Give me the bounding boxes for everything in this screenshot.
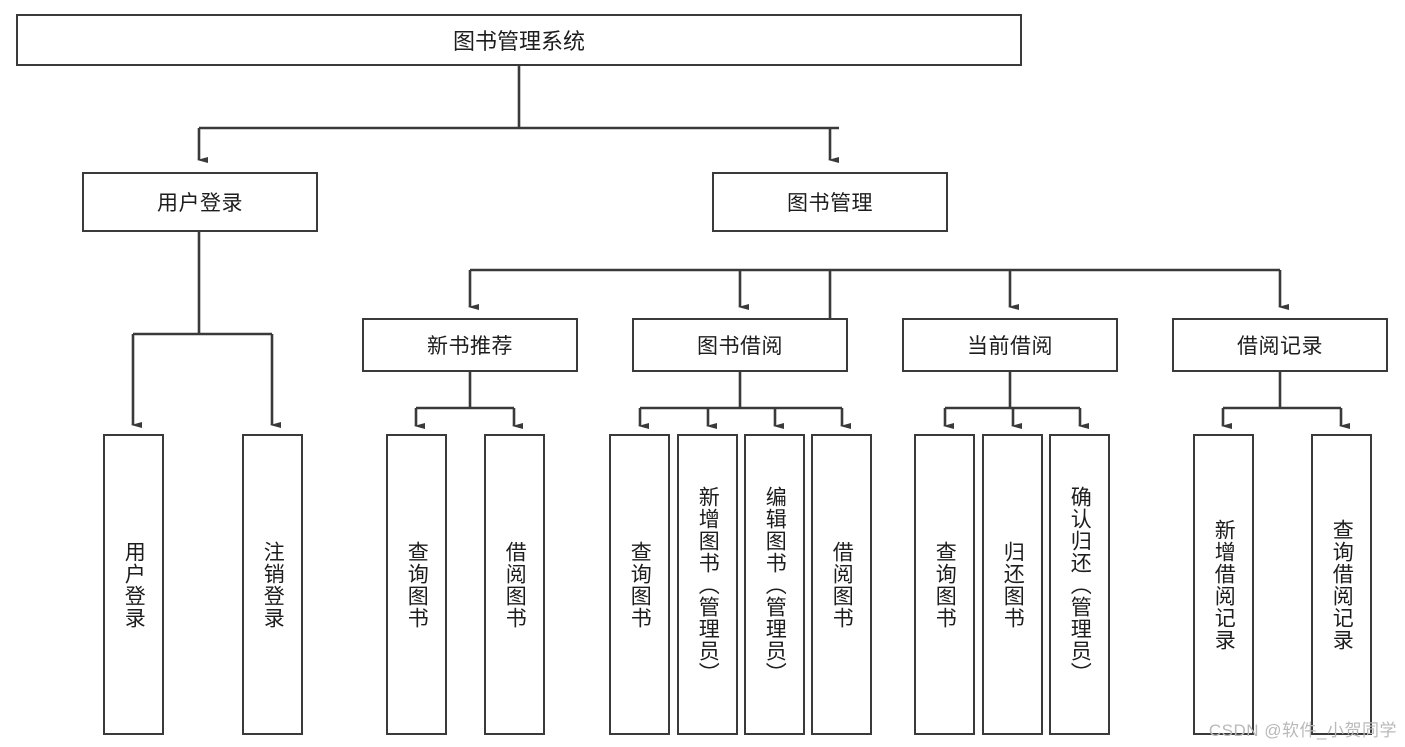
leaf-borrow-book-1-label: 借阅图书 [503,540,527,629]
leaf-query-book-1[interactable]: 查询图书 [386,434,447,735]
leaf-user-login[interactable]: 用户登录 [103,434,164,735]
leaf-query-record-label: 查询借阅记录 [1330,518,1354,651]
leaf-logout-label: 注销登录 [261,540,285,629]
leaf-query-book-3[interactable]: 查询图书 [914,434,975,735]
node-book-borrow-label: 图书借阅 [697,335,783,358]
leaf-query-book-3-label: 查询图书 [933,540,957,629]
node-new-book-recommend-label: 新书推荐 [427,335,513,358]
leaf-query-book-1-label: 查询图书 [405,540,429,629]
leaf-query-book-2-label: 查询图书 [628,540,652,629]
leaf-confirm-return-label: 确认归还（管理员） [1068,485,1092,684]
node-book-borrow[interactable]: 图书借阅 [632,318,848,372]
node-root[interactable]: 图书管理系统 [16,14,1022,66]
leaf-borrow-book-2-label: 借阅图书 [830,540,854,629]
leaf-confirm-return[interactable]: 确认归还（管理员） [1049,434,1110,735]
node-user-login-label: 用户登录 [157,192,243,215]
leaf-logout[interactable]: 注销登录 [242,434,303,735]
node-user-login[interactable]: 用户登录 [82,172,318,232]
leaf-add-record[interactable]: 新增借阅记录 [1193,434,1254,735]
node-borrow-record[interactable]: 借阅记录 [1172,318,1388,372]
leaf-add-book[interactable]: 新增图书（管理员） [677,434,738,735]
leaf-return-book-label: 归还图书 [1001,540,1025,629]
leaf-query-record[interactable]: 查询借阅记录 [1311,434,1372,735]
node-book-manage[interactable]: 图书管理 [712,172,948,232]
leaf-borrow-book-2[interactable]: 借阅图书 [811,434,872,735]
leaf-add-book-label: 新增图书（管理员） [696,485,720,684]
node-new-book-recommend[interactable]: 新书推荐 [362,318,578,372]
watermark: CSDN @软件_小贺同学 [1208,721,1397,740]
leaf-return-book[interactable]: 归还图书 [982,434,1043,735]
leaf-edit-book[interactable]: 编辑图书（管理员） [744,434,805,735]
leaf-add-record-label: 新增借阅记录 [1212,518,1236,651]
leaf-query-book-2[interactable]: 查询图书 [609,434,670,735]
node-root-label: 图书管理系统 [452,29,585,54]
node-book-manage-label: 图书管理 [787,192,873,215]
node-current-borrow[interactable]: 当前借阅 [902,318,1118,372]
leaf-borrow-book-1[interactable]: 借阅图书 [484,434,545,735]
node-borrow-record-label: 借阅记录 [1237,335,1323,358]
leaf-edit-book-label: 编辑图书（管理员） [763,485,787,684]
node-current-borrow-label: 当前借阅 [967,335,1053,358]
leaf-user-login-label: 用户登录 [122,540,146,629]
